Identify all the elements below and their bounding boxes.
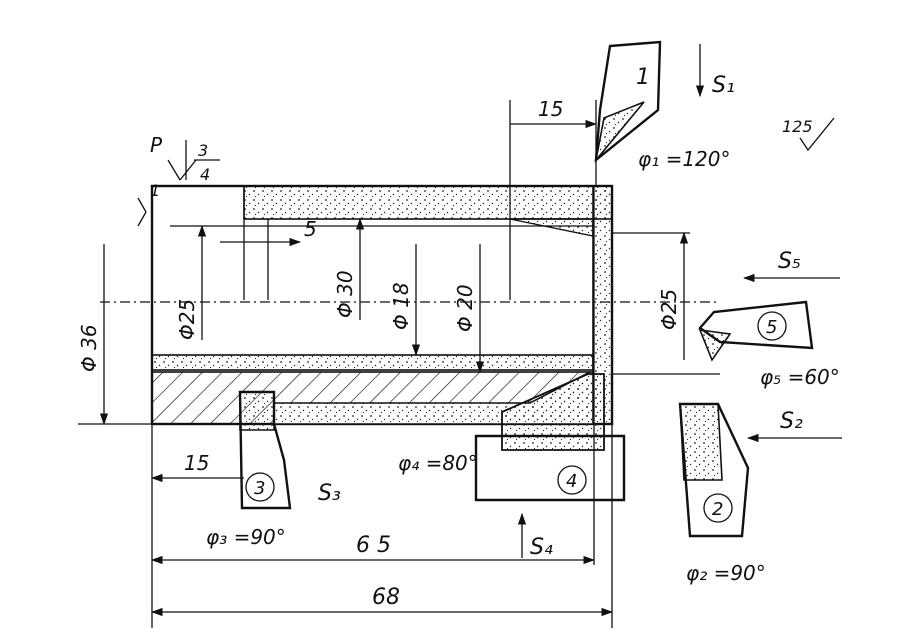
allowance-bore — [151, 354, 594, 371]
dim-65: 6 5 — [356, 533, 391, 558]
tool-3-feed: S₃ — [318, 481, 341, 506]
datum-mark-symbol — [137, 197, 147, 227]
surface-mark-p: P — [150, 133, 163, 157]
tool-4-angle: φ₄ =80° — [398, 451, 478, 475]
sym-stroke-2 — [179, 159, 197, 181]
tool-2-angle: φ₂ =90° — [686, 561, 766, 585]
dim-25-right: Φ25 — [657, 289, 681, 330]
dim-18: Φ 18 — [389, 282, 413, 330]
tool-3-angle: φ₃ =90° — [206, 525, 286, 549]
sym-stroke — [167, 159, 181, 181]
tool-4-number: 4 — [566, 471, 577, 492]
datum-label: 1 — [150, 181, 160, 200]
tool-2-number: 2 — [712, 499, 723, 520]
tool-4 — [474, 373, 626, 558]
diameter-dims — [99, 217, 689, 426]
dim-15-top: 15 — [538, 97, 563, 121]
tool-1 — [594, 40, 705, 163]
tool-1-feed: S₁ — [712, 73, 735, 98]
dim-5: 5 — [304, 217, 317, 241]
tool-1-number: 1 — [636, 65, 650, 90]
datum-stroke-2 — [137, 211, 147, 227]
datum-stroke — [137, 197, 147, 213]
dim-15-left: 15 — [184, 451, 209, 475]
surface-finish-symbol — [167, 140, 220, 181]
tool-5-circle — [757, 311, 787, 341]
roughness-value: 125 — [782, 117, 813, 136]
tool-2-circle — [703, 493, 733, 523]
dim-36: Φ 36 — [77, 324, 101, 372]
tool-5-number: 5 — [766, 317, 777, 338]
tool-5-feed: S₅ — [778, 249, 801, 274]
allowance-chamfer — [509, 218, 594, 237]
allowance-top — [243, 185, 613, 220]
tool-5 — [698, 273, 840, 362]
tool-2-feed: S₂ — [780, 409, 803, 434]
dim-30: Φ 30 — [333, 270, 357, 318]
tool-2 — [678, 402, 842, 538]
dim-25-left: Φ25 — [175, 299, 199, 340]
dim-68: 68 — [372, 585, 400, 610]
tool-5-angle: φ₅ =60° — [760, 365, 840, 389]
surface-mark-den: 4 — [200, 165, 210, 184]
workpiece — [150, 184, 614, 426]
tool-1-angle: φ₁ =120° — [638, 147, 731, 171]
tool-4-circle — [557, 465, 587, 495]
tool-3 — [238, 390, 292, 510]
dim-20: Φ 20 — [453, 284, 477, 332]
tool-3-circle — [245, 472, 275, 502]
tool-3-number: 3 — [254, 478, 265, 499]
tool-4-feed: S₄ — [530, 535, 553, 560]
surface-mark-num: 3 — [198, 141, 208, 160]
roughness-tick — [799, 117, 835, 152]
roughness-symbol — [799, 117, 835, 152]
